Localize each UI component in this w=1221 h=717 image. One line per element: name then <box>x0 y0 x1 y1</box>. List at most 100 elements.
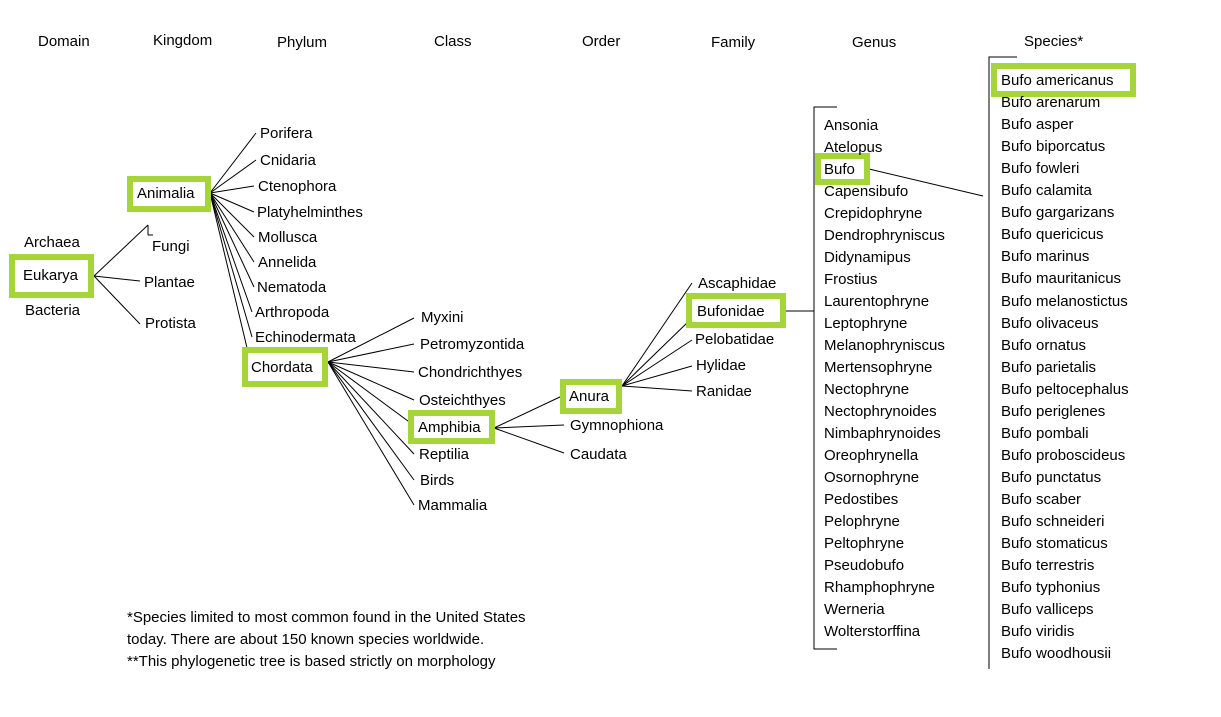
genus-item: Crepidophryne <box>824 205 923 222</box>
branch-animalia-platyhelminthes <box>209 192 255 213</box>
family-pelobatidae: Pelobatidae <box>695 331 775 348</box>
species-item: Bufo proboscideus <box>1001 446 1126 464</box>
species-item: Bufo typhonius <box>1001 579 1101 597</box>
genus-item: Werneria <box>824 601 885 618</box>
species-item: Bufo asper <box>1001 116 1074 134</box>
genus-item: Peltophryne <box>824 535 905 552</box>
species-bracket <box>988 56 1017 669</box>
branch-chordata-myxini <box>327 317 415 363</box>
branch-anura-bufonidae <box>621 319 691 387</box>
species-item: Bufo quericicus <box>1001 226 1104 244</box>
branch-animalia-mollusca <box>209 192 255 238</box>
species-item: Bufo parietalis <box>1001 358 1097 376</box>
header-kingdom: Kingdom <box>153 32 213 49</box>
header-domain: Domain <box>38 33 90 50</box>
class-birds: Birds <box>420 472 455 489</box>
branch-bufo-species <box>868 168 984 197</box>
branch-anura-hylidae <box>621 365 693 387</box>
family-hylidae: Hylidae <box>696 357 747 374</box>
header-phylum: Phylum <box>277 34 328 51</box>
highlight-eukarya <box>9 254 94 298</box>
header-genus: Genus <box>852 34 897 51</box>
species-item: Bufo arenarum <box>1001 94 1101 112</box>
branch-eukarya-plantae <box>93 275 141 282</box>
branch-chordata-birds <box>327 361 415 481</box>
header-species: Species* <box>1024 33 1084 50</box>
genus-item: Pseudobufo <box>824 557 905 574</box>
branch-chordata-petromyzontida <box>327 343 415 363</box>
domain-archaea: Archaea <box>24 234 80 251</box>
header-family: Family <box>711 34 756 51</box>
species-item: Bufo viridis <box>1001 623 1075 641</box>
kingdom-protista: Protista <box>145 315 196 332</box>
genus-item: Didynamipus <box>824 249 911 266</box>
genus-bracket <box>813 106 837 650</box>
genus-item: Osornophryne <box>824 469 920 486</box>
species-item: Bufo punctatus <box>1001 468 1102 486</box>
species-item: Bufo marinus <box>1001 248 1090 266</box>
order-anura: Anura <box>569 388 610 405</box>
order-gymnophiona: Gymnophiona <box>570 417 664 434</box>
species-item: Bufo woodhousii <box>1001 645 1112 663</box>
genus-item: Laurentophryne <box>824 293 930 310</box>
phylum-porifera: Porifera <box>260 125 313 142</box>
order-caudata: Caudata <box>570 446 627 463</box>
branch-animalia-arthropoda <box>209 192 253 313</box>
species-item: Bufo calamita <box>1001 182 1092 200</box>
class-myxini: Myxini <box>421 309 464 326</box>
phylum-chordata: Chordata <box>251 359 313 376</box>
genus-item: Oreophrynella <box>824 447 919 464</box>
species-item: Bufo fowleri <box>1001 160 1080 178</box>
phylum-annelida: Annelida <box>258 254 317 271</box>
branch-amphibia-anura <box>493 395 563 429</box>
class-chondrichthyes: Chondrichthyes <box>418 364 523 381</box>
branch-chordata-amphibia <box>327 361 413 425</box>
genus-item: Leptophryne <box>824 315 908 332</box>
species-item: Bufo pombali <box>1001 424 1089 442</box>
genus-item: Wolterstorffina <box>824 623 921 640</box>
branch-anura-ranidae <box>621 385 693 392</box>
species-item: Bufo valliceps <box>1001 601 1094 619</box>
species-item: Bufo terrestris <box>1001 557 1095 575</box>
branch-eukarya-animalia <box>93 224 149 277</box>
genus-item: Nectophryne <box>824 381 910 398</box>
highlight-bufo <box>815 153 870 185</box>
phylum-ctenophora: Ctenophora <box>258 178 337 195</box>
genus-item: Capensibufo <box>824 183 909 200</box>
genus-item: Frostius <box>824 271 878 288</box>
genus-item: Nimbaphrynoides <box>824 425 941 442</box>
branch-amphibia-caudata <box>493 427 565 454</box>
footnote-2: today. There are about 150 known species… <box>127 631 485 648</box>
branch-eukarya-protista <box>93 275 141 325</box>
phylum-cnidaria: Cnidaria <box>260 152 316 169</box>
genus-item: Nectophrynoides <box>824 403 937 420</box>
family-ascaphidae: Ascaphidae <box>698 275 777 292</box>
branch-amphibia-gymnophiona <box>493 424 565 429</box>
branch-animalia-ctenophora <box>209 185 255 194</box>
branch-animalia-cnidaria <box>209 159 257 194</box>
header-class: Class <box>434 33 472 50</box>
branch-animalia-chordata <box>209 192 249 353</box>
genus-item: Pedostibes <box>824 491 899 508</box>
branch-animalia-nematoda <box>209 192 255 288</box>
phylum-mollusca: Mollusca <box>258 229 318 246</box>
footnote-1: *Species limited to most common found in… <box>127 609 526 626</box>
branch-chordata-osteichthyes <box>327 361 415 401</box>
genus-item: Atelopus <box>824 139 883 156</box>
highlight-bufonidae <box>686 293 786 328</box>
species-item: Bufo scaber <box>1001 490 1082 508</box>
species-item: Bufo schneideri <box>1001 513 1105 530</box>
phylum-nematoda: Nematoda <box>257 279 327 296</box>
class-osteichthyes: Osteichthyes <box>419 392 506 409</box>
highlight-anura <box>560 379 622 414</box>
family-ranidae: Ranidae <box>696 383 752 400</box>
species-item: Bufo peltocephalus <box>1001 380 1129 398</box>
header-order: Order <box>582 33 621 50</box>
species-item: Bufo ornatus <box>1001 336 1087 354</box>
phylum-arthropoda: Arthropoda <box>255 304 330 321</box>
branch-animalia-annelida <box>209 192 255 263</box>
species-item: Bufo biporcatus <box>1001 138 1106 156</box>
species-item: Bufo olivaceus <box>1001 314 1099 332</box>
